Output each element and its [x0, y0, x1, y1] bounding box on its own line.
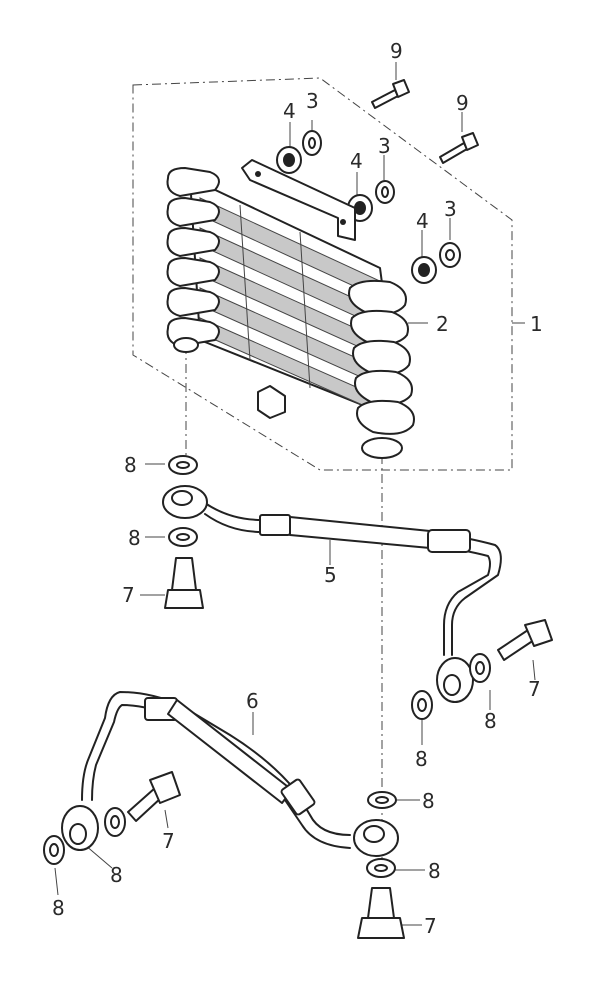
- callout-3-c: 3: [444, 197, 457, 221]
- callout-5: 5: [324, 563, 337, 587]
- callout-8-a: 8: [124, 453, 137, 477]
- outlet-hose: [61, 691, 399, 857]
- callout-3-a: 3: [306, 89, 319, 113]
- callout-8-d: 8: [415, 747, 428, 771]
- inlet-hose: [162, 485, 502, 703]
- callout-4-b: 4: [350, 149, 363, 173]
- callout-8-g: 8: [110, 863, 123, 887]
- washer-damper-set-1: [276, 130, 322, 174]
- callout-4-c: 4: [416, 209, 429, 233]
- callout-9-upper: 9: [390, 39, 403, 63]
- callout-8-e: 8: [422, 789, 435, 813]
- callout-8-b: 8: [128, 526, 141, 550]
- banjo-bolts: [127, 557, 553, 939]
- callout-7-d: 7: [424, 914, 437, 938]
- cooler-tube-ends: [348, 279, 415, 459]
- callout-1: 1: [530, 312, 543, 336]
- callout-8-c: 8: [484, 709, 497, 733]
- callout-2: 2: [436, 312, 449, 336]
- callout-7-b: 7: [528, 677, 541, 701]
- callout-3-b: 3: [378, 134, 391, 158]
- leader-lines: [54, 62, 536, 926]
- callout-8-f: 8: [428, 859, 441, 883]
- mounting-bolt-lower: [439, 132, 479, 164]
- callout-8-h: 8: [52, 896, 65, 920]
- oil-cooler-assembly: [166, 159, 415, 459]
- mounting-bolt-upper: [371, 79, 410, 109]
- washer-damper-set-3: [411, 242, 461, 284]
- callout-labels: 9 9 4 3 4 3 4 3 2 1 8 8 7 5 6 7 8 8 8 7 …: [52, 39, 543, 938]
- gaskets: [43, 455, 491, 878]
- cooler-tubes: [166, 167, 220, 347]
- callout-7-a: 7: [122, 583, 135, 607]
- callout-7-c: 7: [162, 829, 175, 853]
- callout-6: 6: [246, 689, 259, 713]
- callout-9-lower: 9: [456, 91, 469, 115]
- callout-4-a: 4: [283, 99, 296, 123]
